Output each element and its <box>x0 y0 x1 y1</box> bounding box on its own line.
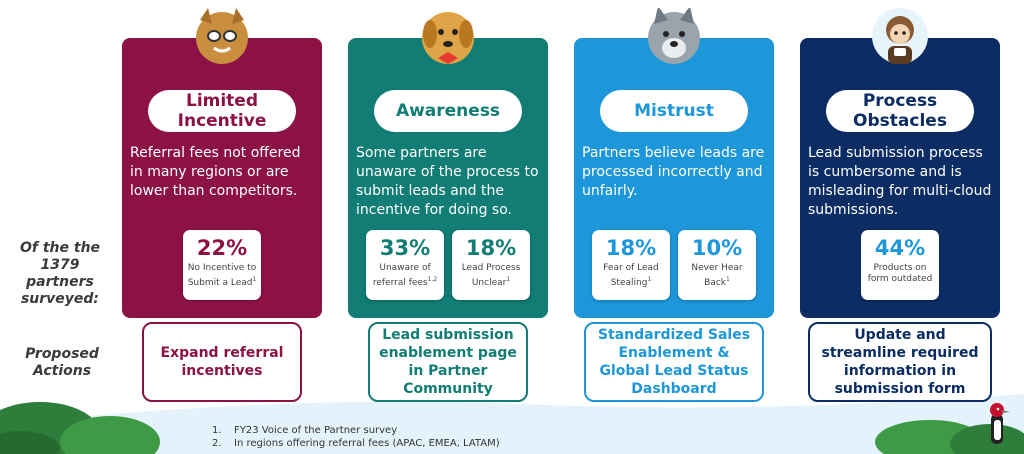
stat-value: 44% <box>874 236 926 260</box>
astro-mascot-icon <box>872 8 928 64</box>
stat-caption: Products on form outdated <box>867 263 933 284</box>
wolf-mascot-icon <box>648 6 700 64</box>
lynx-mascot-icon <box>196 8 248 64</box>
card-limited-incentive: Limited Incentive Referral fees not offe… <box>122 8 322 318</box>
action-update-submission-form: Update and streamline required informati… <box>808 322 992 402</box>
footnote: 1.FY23 Voice of the Partner survey <box>212 425 398 436</box>
stat-card: 33% Unaware of referral fees1,2 <box>366 230 444 300</box>
card-title: Mistrust <box>600 90 748 132</box>
card-process-obstacles: Process Obstacles Lead submission proces… <box>800 8 1000 318</box>
card-description: Partners believe leads are processed inc… <box>582 145 765 199</box>
survey-label: Of the the 1379 partners surveyed: <box>19 240 101 307</box>
stat-value: 22% <box>196 236 248 260</box>
card-description: Some partners are unaware of the process… <box>356 145 539 218</box>
card-mistrust: Mistrust Partners believe leads are proc… <box>574 6 774 318</box>
proposed-actions-label: Proposed Actions <box>25 346 99 379</box>
action-lead-submission-page: Lead submission enablement page in Partn… <box>368 322 528 402</box>
stat-row: 18% Fear of Lead Stealing1 10% Never Hea… <box>574 230 774 300</box>
stat-caption: Fear of Lead Stealing1 <box>603 263 659 288</box>
action-expand-referral-incentives: Expand referral incentives <box>142 322 302 402</box>
card-awareness: Awareness Some partners are unaware of t… <box>348 12 548 318</box>
card-title: Awareness <box>374 90 522 132</box>
stat-caption: Never Hear Back1 <box>691 263 743 288</box>
card-description: Lead submission process is cumbersome an… <box>808 145 992 218</box>
stat-value: 18% <box>605 236 657 260</box>
stat-value: 18% <box>465 236 517 260</box>
card-title: Process Obstacles <box>826 90 974 132</box>
stat-card: 18% Fear of Lead Stealing1 <box>592 230 670 300</box>
stat-card: 18% Lead Process Unclear1 <box>452 230 530 300</box>
stat-value: 33% <box>379 236 431 260</box>
stat-value: 10% <box>691 236 743 260</box>
stat-row: 44% Products on form outdated <box>800 230 1000 300</box>
stat-card: 44% Products on form outdated <box>861 230 939 300</box>
action-sales-enablement-dashboard: Standardized Sales Enablement & Global L… <box>584 322 764 402</box>
stat-card: 10% Never Hear Back1 <box>678 230 756 300</box>
stat-card: 22% No Incentive to Submit a Lead1 <box>183 230 261 300</box>
woodpecker-icon <box>990 403 1010 444</box>
hills-scenery <box>0 394 1024 454</box>
stat-caption: No Incentive to Submit a Lead1 <box>187 263 257 288</box>
stat-caption: Lead Process Unclear1 <box>461 263 521 288</box>
footnotes: 1.FY23 Voice of the Partner survey 2.In … <box>212 424 500 450</box>
card-title: Limited Incentive <box>148 90 296 132</box>
stat-row: 22% No Incentive to Submit a Lead1 <box>122 230 322 300</box>
stat-row: 33% Unaware of referral fees1,2 18% Lead… <box>348 230 548 300</box>
card-description: Referral fees not offered in many region… <box>130 145 301 199</box>
golden-retriever-mascot-icon <box>422 12 474 64</box>
stat-caption: Unaware of referral fees1,2 <box>372 263 438 288</box>
footnote: 2.In regions offering referral fees (APA… <box>212 438 500 449</box>
